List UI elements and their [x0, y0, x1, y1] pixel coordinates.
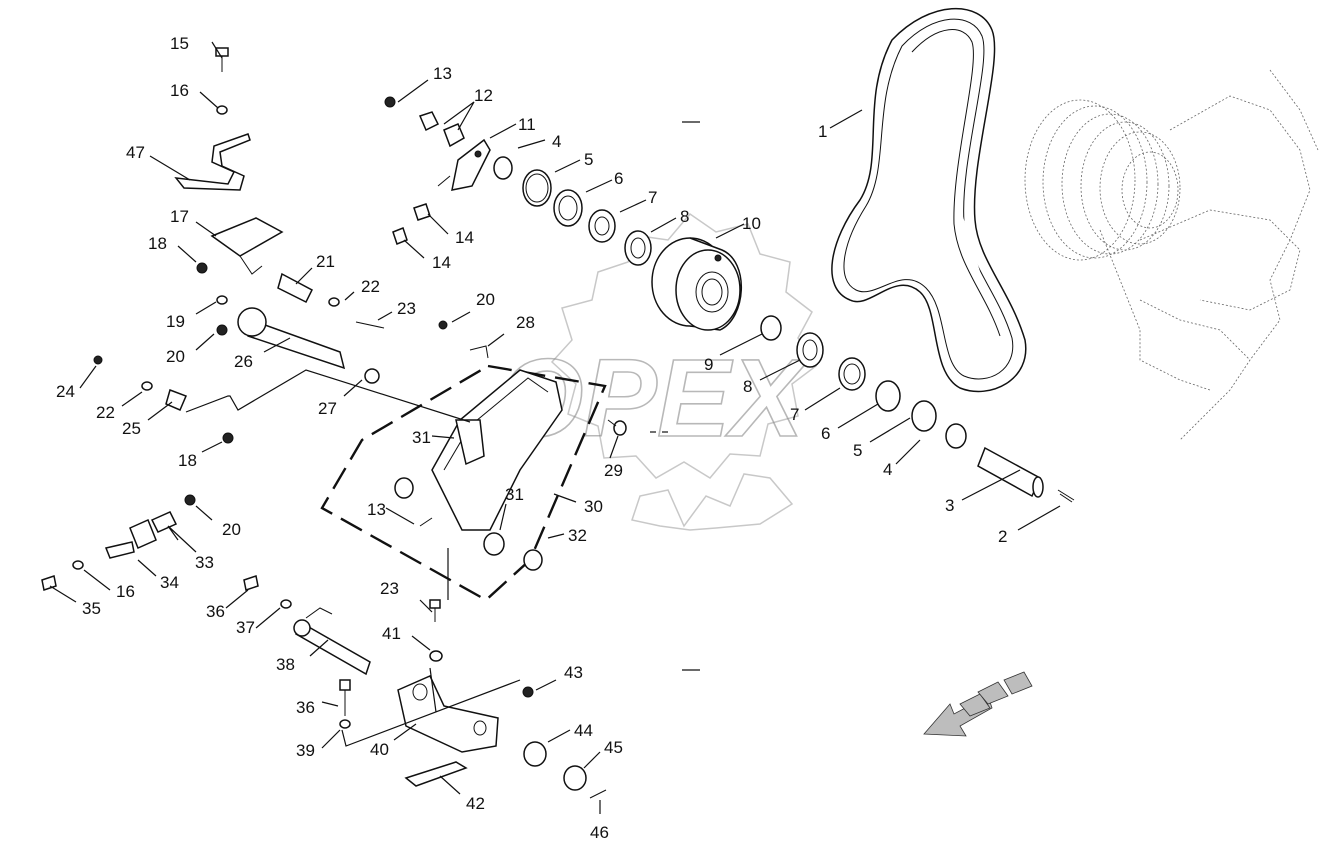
label-29: 29 — [604, 461, 623, 480]
label-5b: 5 — [853, 441, 862, 460]
label-41: 41 — [382, 624, 401, 643]
label-8b: 8 — [743, 377, 752, 396]
label-22a: 22 — [361, 277, 380, 296]
label-40: 40 — [370, 740, 389, 759]
label-20a: 20 — [166, 347, 185, 366]
label-47: 47 — [126, 143, 145, 162]
label-7a: 7 — [648, 188, 657, 207]
label-15: 15 — [170, 34, 189, 53]
label-4a: 4 — [552, 132, 561, 151]
label-10: 10 — [742, 214, 761, 233]
tension-bracket — [384, 96, 491, 245]
label-14b: 14 — [432, 253, 451, 272]
label-32: 32 — [568, 526, 587, 545]
label-25: 25 — [122, 419, 141, 438]
label-22b: 22 — [96, 403, 115, 422]
lower-bracket-assembly — [243, 575, 607, 799]
label-18a: 18 — [148, 234, 167, 253]
label-46: 46 — [590, 823, 609, 842]
idler-pulley — [651, 237, 743, 331]
label-21: 21 — [316, 252, 335, 271]
label-28: 28 — [516, 313, 535, 332]
label-26: 26 — [234, 352, 253, 371]
label-7b: 7 — [790, 405, 799, 424]
label-31a: 31 — [412, 428, 431, 447]
label-36b: 36 — [296, 698, 315, 717]
label-4b: 4 — [883, 460, 892, 479]
watermark-gear — [550, 212, 818, 531]
label-23b: 23 — [380, 579, 399, 598]
label-5a: 5 — [584, 150, 593, 169]
label-8a: 8 — [680, 207, 689, 226]
label-34: 34 — [160, 573, 179, 592]
label-30: 30 — [584, 497, 603, 516]
label-44: 44 — [574, 721, 593, 740]
label-24: 24 — [56, 382, 75, 401]
drive-belt — [831, 8, 1027, 393]
label-27: 27 — [318, 399, 337, 418]
label-13b: 13 — [367, 500, 386, 519]
label-9: 9 — [704, 355, 713, 374]
bearing-set-upper — [493, 156, 652, 266]
machine-frame-ghost — [1024, 69, 1319, 441]
label-6a: 6 — [614, 169, 623, 188]
label-12: 12 — [474, 86, 493, 105]
label-16a: 16 — [170, 81, 189, 100]
left-clamp-assembly — [41, 494, 196, 591]
label-39: 39 — [296, 741, 315, 760]
direction-arrow — [923, 671, 1033, 737]
label-23a: 23 — [397, 299, 416, 318]
label-45: 45 — [604, 738, 623, 757]
label-18b: 18 — [178, 451, 197, 470]
label-11: 11 — [518, 115, 536, 134]
label-42: 42 — [466, 794, 485, 813]
label-6b: 6 — [821, 424, 830, 443]
label-13a: 13 — [433, 64, 452, 83]
label-17: 17 — [170, 207, 189, 226]
label-16b: 16 — [116, 582, 135, 601]
label-43: 43 — [564, 663, 583, 682]
label-19: 19 — [166, 312, 185, 331]
callout-labels: 1 2 3 4 4 5 5 6 6 7 7 8 8 9 10 11 12 13 … — [56, 34, 1007, 842]
label-20b: 20 — [476, 290, 495, 309]
label-14a: 14 — [455, 228, 474, 247]
label-2: 2 — [998, 527, 1007, 546]
label-37: 37 — [236, 618, 255, 637]
leader-lines — [49, 41, 1061, 814]
label-1: 1 — [818, 122, 827, 141]
label-36a: 36 — [206, 602, 225, 621]
bearing-set-lower — [760, 315, 967, 449]
label-20c: 20 — [222, 520, 241, 539]
left-bracket-assembly — [93, 47, 385, 444]
tension-arm-assembly — [320, 320, 627, 602]
label-3: 3 — [945, 496, 954, 515]
label-38: 38 — [276, 655, 295, 674]
label-35: 35 — [82, 599, 101, 618]
shaft-axle — [977, 446, 1075, 503]
label-33: 33 — [195, 553, 214, 572]
label-31b: 31 — [505, 485, 524, 504]
